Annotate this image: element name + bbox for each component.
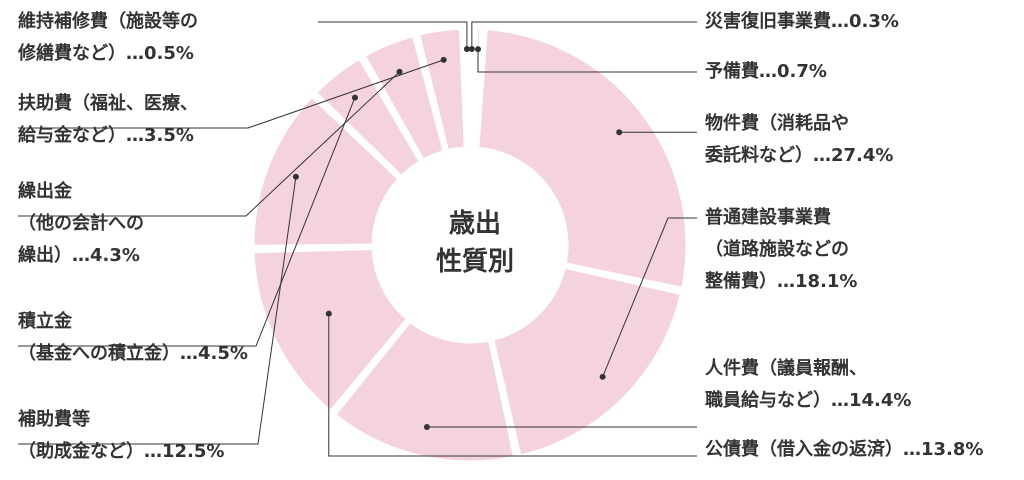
slice-label-6: 公債費（借入金の返済）…13.8% bbox=[705, 434, 983, 466]
leader-line-6 bbox=[328, 313, 697, 457]
slice-label-8: 積立金 （基金への積立金）…4.5% bbox=[18, 306, 248, 370]
leader-line-4 bbox=[602, 217, 697, 378]
leader-line-11 bbox=[318, 21, 468, 50]
slice-label-6-line-1: 公債費（借入金の返済）…13.8% bbox=[705, 439, 984, 460]
slice-label-7-line-2: （助成金など）…12.5% bbox=[18, 441, 225, 462]
leader-lines bbox=[18, 21, 697, 457]
slice-6 bbox=[249, 244, 413, 417]
slice-label-4-line-3: 整備費）…18.1% bbox=[705, 271, 858, 292]
slice-label-7-line-1: 補助費等 bbox=[18, 409, 90, 430]
slice-label-10-line-2: 給与金など）…3.5% bbox=[18, 125, 194, 146]
slice-7 bbox=[249, 91, 404, 250]
slice-label-2: 予備費…0.7% bbox=[705, 56, 827, 88]
slice-label-5-line-2: 職員給与など）…14.4% bbox=[705, 390, 912, 411]
slice-label-4-line-1: 普通建設事業費 bbox=[705, 207, 831, 228]
slice-label-11-line-1: 維持補修費（施設等の bbox=[18, 11, 198, 32]
leader-line-1 bbox=[471, 21, 697, 50]
slice-label-11: 維持補修費（施設等の修繕費など）…0.5% bbox=[18, 6, 198, 70]
slice-label-9-line-3: 繰出）…4.3% bbox=[18, 245, 140, 266]
slice-label-10-line-1: 扶助費（福祉、医療、 bbox=[18, 93, 198, 114]
slice-3 bbox=[474, 24, 691, 293]
chart-title: 歳出 性質別 bbox=[395, 205, 555, 281]
slice-11 bbox=[462, 24, 472, 152]
slice-label-11-line-2: 修繕費など）…0.5% bbox=[18, 43, 194, 64]
slice-label-5: 人件費（議員報酬、職員給与など）…14.4% bbox=[705, 353, 911, 417]
slice-label-9-line-1: 繰出金 bbox=[18, 181, 72, 202]
leader-line-10 bbox=[18, 59, 444, 129]
slice-label-8-line-2: （基金への積立金）…4.5% bbox=[18, 343, 248, 364]
slice-label-3-line-2: 委託料など）…27.4% bbox=[705, 145, 894, 166]
chart-title-line-2: 性質別 bbox=[435, 247, 514, 277]
leader-line-9 bbox=[18, 71, 400, 217]
chart-title-line-1: 歳出 bbox=[448, 209, 501, 239]
slice-label-1: 災害復旧事業費…0.3% bbox=[705, 6, 899, 38]
leader-line-2 bbox=[477, 49, 697, 73]
slice-label-5-line-1: 人件費（議員報酬、 bbox=[705, 358, 867, 379]
slice-label-9-line-2: （他の会計への bbox=[18, 213, 144, 234]
slice-4 bbox=[488, 263, 686, 461]
slice-label-8-line-1: 積立金 bbox=[18, 311, 72, 332]
slice-label-3-line-1: 物件費（消耗品や bbox=[705, 113, 849, 134]
slice-label-4-line-2: （道路施設などの bbox=[705, 239, 849, 260]
slice-label-7: 補助費等 （助成金など）…12.5% bbox=[18, 404, 224, 468]
slice-label-2-line-1: 予備費…0.7% bbox=[705, 61, 827, 82]
slice-label-4: 普通建設事業費 （道路施設などの整備費）…18.1% bbox=[705, 202, 857, 298]
slice-label-9: 繰出金 （他の会計への繰出）…4.3% bbox=[18, 176, 144, 272]
slice-label-10: 扶助費（福祉、医療、給与金など）…3.5% bbox=[18, 88, 198, 152]
leader-line-7 bbox=[18, 176, 297, 445]
slice-label-3: 物件費（消耗品や委託料など）…27.4% bbox=[705, 108, 893, 172]
leader-line-8 bbox=[18, 97, 356, 347]
slice-label-1-line-1: 災害復旧事業費…0.3% bbox=[705, 11, 899, 32]
